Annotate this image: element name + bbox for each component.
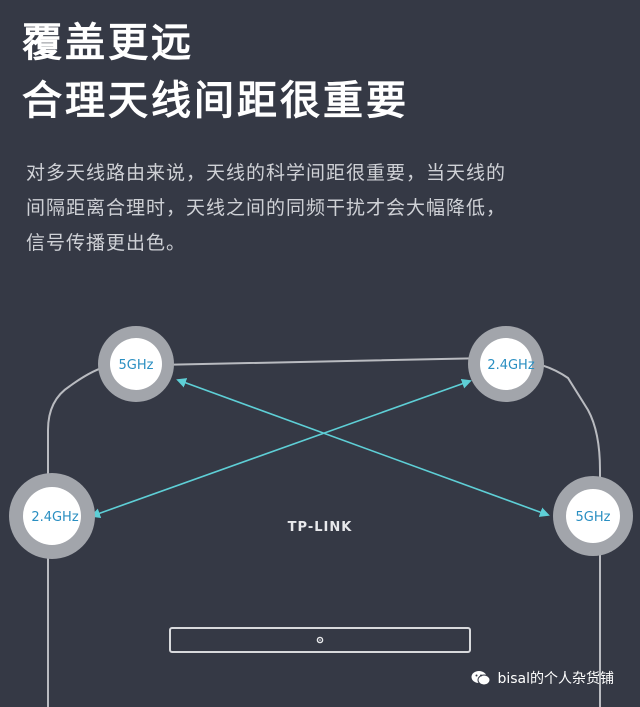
wechat-icon: [471, 671, 491, 686]
antenna-top-right: 2.4GHz: [468, 326, 544, 402]
brand-logo: TP-LINK: [288, 520, 353, 535]
watermark-text: bisal的个人杂货铺: [497, 671, 614, 687]
antenna-left: 2.4GHz: [9, 473, 95, 559]
description-line-3: 信号传播更出色。: [26, 232, 187, 254]
arrow-5ghz-link: [176, 378, 550, 517]
description: 对多天线路由来说，天线的科学间距很重要，当天线的 间隔距离合理时，天线之间的同频…: [26, 156, 626, 261]
gear-icon: [316, 636, 324, 644]
title-line-2: 合理天线间距很重要: [22, 78, 409, 124]
description-line-2: 间隔距离合理时，天线之间的同频干扰才会大幅降低，: [26, 197, 507, 219]
antenna-right: 5GHz: [553, 476, 633, 556]
page-title: 覆盖更远 合理天线间距很重要: [22, 14, 409, 130]
arrow-2ghz-link: [90, 378, 472, 519]
antenna-right-label: 5GHz: [576, 510, 611, 525]
description-line-1: 对多天线路由来说，天线的科学间距很重要，当天线的: [26, 162, 507, 184]
antenna-top-left: 5GHz: [98, 326, 174, 402]
title-line-1: 覆盖更远: [22, 20, 194, 66]
antenna-top-left-label: 5GHz: [119, 358, 154, 373]
antenna-top-right-label: 2.4GHz: [487, 358, 535, 373]
antenna-left-label: 2.4GHz: [31, 510, 79, 525]
watermark: bisal的个人杂货铺: [471, 668, 614, 688]
router-panel: [169, 627, 471, 653]
